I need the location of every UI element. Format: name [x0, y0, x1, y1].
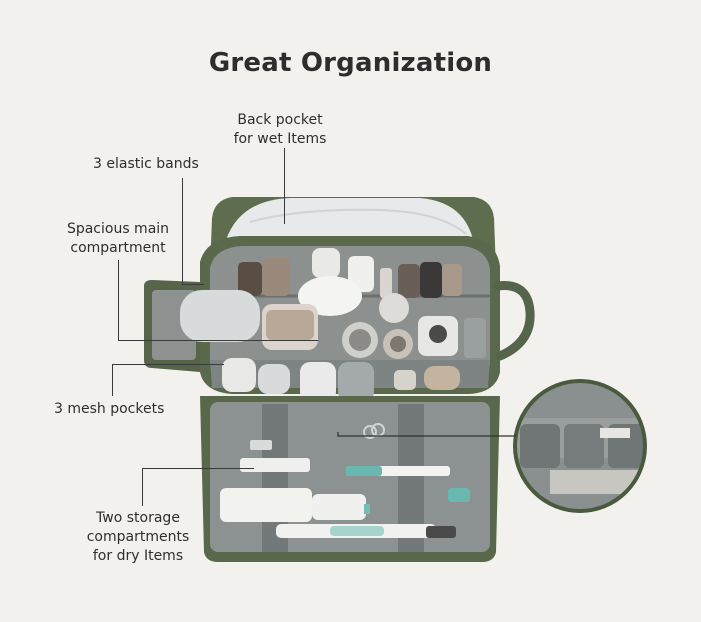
callout-back-pocket: Back pocket for wet Items — [228, 111, 332, 149]
leader-main-compartment-h — [118, 340, 318, 341]
zoom-ring — [513, 379, 647, 513]
callout-main-compartment-line2: compartment — [70, 240, 166, 256]
leader-elastic-bands-h — [182, 284, 204, 285]
callout-storage: Two storage compartments for dry Items — [86, 509, 190, 566]
back-pocket-lining — [226, 198, 474, 244]
callout-back-pocket-line2: for wet Items — [233, 131, 327, 147]
callout-elastic-bands: 3 elastic bands — [93, 155, 199, 174]
leader-elastic-bands-v — [182, 178, 183, 284]
leader-back-pocket — [284, 148, 285, 224]
callout-storage-line1: Two storage — [96, 510, 180, 526]
callout-main-compartment: Spacious main compartment — [62, 220, 174, 258]
leader-main-compartment-v — [118, 260, 119, 340]
leader-mesh-pockets-h — [112, 364, 224, 365]
callout-mesh-pockets: 3 mesh pockets — [54, 400, 164, 419]
right-strap — [493, 281, 535, 361]
callout-storage-line2: compartments — [86, 529, 190, 545]
callout-mesh-pockets-line1: 3 mesh pockets — [54, 401, 165, 417]
callout-back-pocket-line1: Back pocket — [237, 112, 323, 128]
callout-main-compartment-line1: Spacious main — [66, 221, 170, 237]
leader-mesh-pockets-v — [112, 364, 113, 396]
mesh-detail-zoom — [515, 381, 645, 511]
leader-storage-h — [142, 468, 254, 469]
leader-storage-v — [142, 468, 143, 506]
page-title: Great Organization — [208, 48, 493, 78]
callout-storage-line3: for dry Items — [92, 548, 184, 564]
callout-elastic-bands-line1: 3 elastic bands — [93, 156, 199, 172]
